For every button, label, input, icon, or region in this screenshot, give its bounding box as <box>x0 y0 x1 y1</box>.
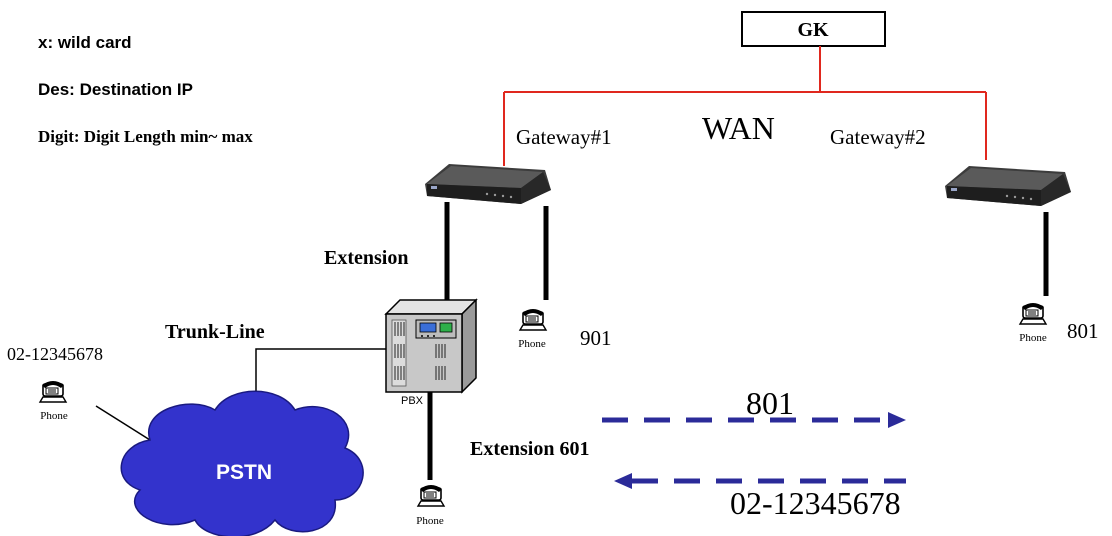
gateway1-device <box>425 164 551 204</box>
pbx-label: PBX <box>401 395 424 407</box>
wan-label: WAN <box>702 110 775 146</box>
trunk-line-label: Trunk-Line <box>165 321 265 343</box>
gatekeeper-label: GK <box>797 19 829 41</box>
phone-801-number: 801 <box>1067 319 1099 343</box>
phone-icon <box>1019 302 1047 325</box>
pstn-cloud <box>120 390 364 536</box>
phone-901-number: 901 <box>580 326 612 350</box>
legend-destination: Des: Destination IP <box>38 80 193 99</box>
wan-links <box>503 46 987 166</box>
gatekeeper-box <box>741 11 886 47</box>
gateway2-device <box>945 166 1071 206</box>
pbx-cabinet <box>384 298 478 394</box>
call-arrow-backward <box>614 473 906 489</box>
trunk-cables <box>95 348 390 441</box>
extension-label: Extension <box>324 247 408 269</box>
phone-901-label: Phone <box>518 338 546 350</box>
pbx-phone-label: Phone <box>416 515 444 527</box>
extension-601-label: Extension 601 <box>470 438 589 460</box>
legend-digit: Digit: Digit Length min~ max <box>38 127 253 146</box>
call-arrow-forward <box>602 412 906 428</box>
pstn-phone-number: 02-12345678 <box>7 344 103 364</box>
gateway2-label: Gateway#2 <box>830 125 926 149</box>
cables <box>427 202 1049 480</box>
gateway1-label: Gateway#1 <box>516 125 612 149</box>
pstn-phone-label: Phone <box>40 410 68 422</box>
phone-icon <box>39 380 67 403</box>
call-backward-number: 02-12345678 <box>730 485 901 521</box>
call-forward-number: 801 <box>746 385 794 421</box>
phone-icon <box>417 484 445 507</box>
phone-801-label: Phone <box>1019 332 1047 344</box>
pstn-label: PSTN <box>216 461 272 484</box>
phone-icon <box>519 308 547 331</box>
legend-wildcard: x: wild card <box>38 33 132 52</box>
